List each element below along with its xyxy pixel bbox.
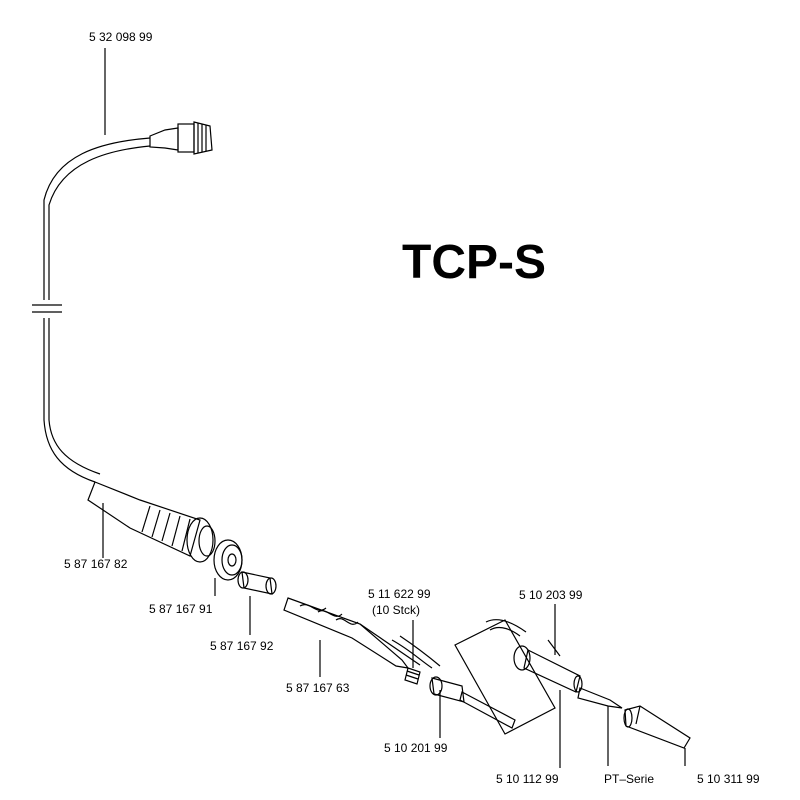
diagram-title: TCP-S (402, 236, 546, 289)
grip-ring-drawing (213, 539, 243, 581)
tip-nut-drawing (623, 705, 691, 749)
label-screw: 5 10 203 99 (519, 588, 583, 602)
label-spring-pack: 5 11 622 99 (368, 587, 431, 601)
sensor-element-drawing (429, 676, 516, 729)
sleeve-drawing (237, 571, 277, 595)
label-grip-ring: 5 87 167 91 (149, 602, 213, 616)
label-sleeve: 5 87 167 92 (210, 639, 274, 653)
label-tip-series: PT–Serie (604, 772, 655, 786)
spring-pack-drawing (391, 635, 441, 685)
cable-connector-drawing (149, 121, 213, 155)
label-heater-tube: 5 10 112 99 (496, 772, 559, 786)
heater-tube-drawing (454, 619, 583, 735)
pt-tip-drawing (577, 687, 623, 709)
clip-holder-drawing (283, 597, 421, 669)
pointer-lines (102, 48, 686, 768)
label-handle-grip: 5 87 167 82 (64, 557, 128, 571)
label-clip-holder: 5 87 167 63 (286, 681, 350, 695)
cable (32, 137, 151, 483)
label-sensor-element: 5 10 201 99 (384, 741, 448, 755)
label-spring-pack-note: (10 Stck) (372, 603, 421, 617)
label-cable-connector: 5 32 098 99 (89, 30, 153, 44)
handle-grip-drawing (87, 481, 216, 563)
label-tip-nut: 5 10 311 99 (697, 772, 760, 786)
